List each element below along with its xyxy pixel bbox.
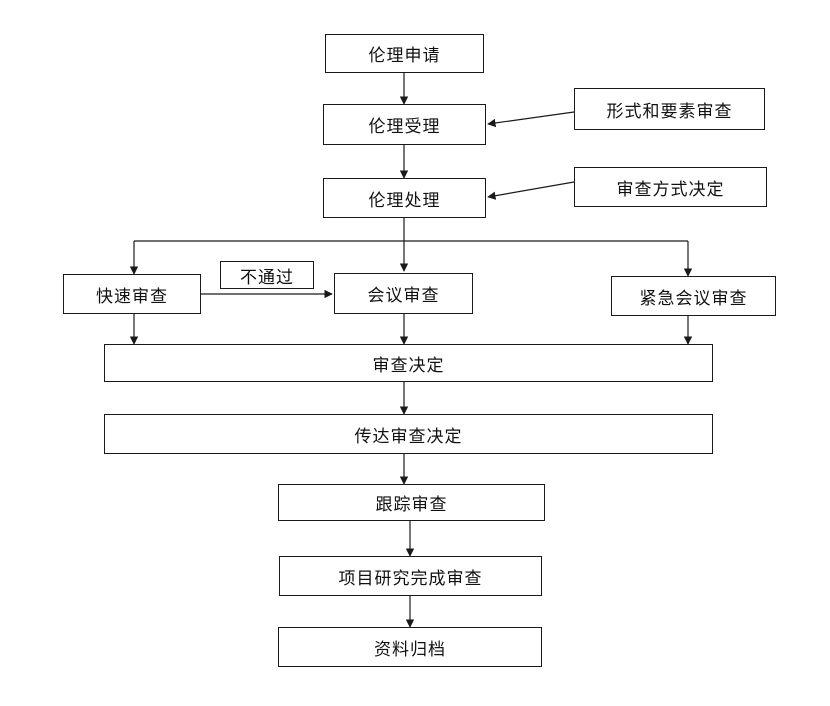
node-emergency-meeting-review: 紧急会议审查 [611,276,776,316]
arrow-method-decision-to-processing [487,181,575,200]
label-not-passed: 不通过 [220,261,314,289]
node-follow-up-review: 跟踪审查 [278,484,545,521]
node-archive: 资料归档 [278,627,542,667]
arrow-formal-review-to-acceptance [487,111,575,128]
node-review-decision: 审查决定 [104,344,713,382]
node-formal-review: 形式和要素审查 [574,88,765,130]
node-project-completion-review: 项目研究完成审查 [279,556,542,596]
node-review-method-decision: 审查方式决定 [574,167,767,207]
node-ethics-application: 伦理申请 [325,34,484,73]
node-communicate-review-decision: 传达审查决定 [104,414,713,454]
node-meeting-review: 会议审查 [334,273,473,314]
node-ethics-acceptance: 伦理受理 [323,104,486,145]
node-expedited-review: 快速审查 [63,274,201,314]
node-ethics-processing: 伦理处理 [323,178,486,218]
